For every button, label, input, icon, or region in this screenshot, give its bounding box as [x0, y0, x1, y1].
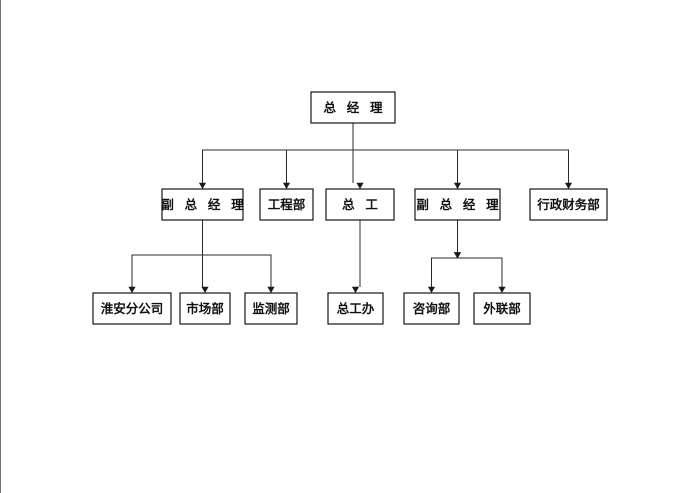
node-label: 副 总 经 理	[416, 197, 501, 212]
connector-line	[352, 123, 459, 183]
connector-deputy-gm-left-to-huaian-branch	[128, 220, 204, 293]
node-label: 监测部	[252, 301, 290, 316]
connector-line	[131, 220, 204, 287]
node-box	[310, 91, 396, 124]
connector-general-manager-to-admin-finance-dept	[352, 123, 573, 189]
connector-arrowhead	[267, 286, 275, 293]
node-box	[161, 188, 244, 221]
node-label: 市场部	[186, 301, 224, 316]
org-node-chief-engineer-office[interactable]: 总工办	[327, 292, 384, 325]
connector-arrowhead	[201, 286, 209, 293]
node-label: 外联部	[482, 301, 521, 316]
org-node-monitoring-dept[interactable]: 监测部	[244, 292, 298, 325]
node-box	[403, 292, 460, 325]
connector-chief-engineer-to-chief-engineer-office	[351, 220, 361, 293]
connector-arrowhead	[128, 286, 136, 293]
connector-arrowhead	[282, 182, 291, 189]
org-node-general-manager[interactable]: 总 经 理	[310, 91, 396, 124]
org-node-deputy-gm-right[interactable]: 副 总 经 理	[414, 188, 502, 221]
node-label: 总 经 理	[323, 100, 385, 115]
connector-line	[201, 123, 354, 183]
org-node-liaison-dept[interactable]: 外联部	[473, 292, 531, 325]
connector-arrowhead	[453, 182, 462, 189]
connector-line	[430, 220, 459, 287]
org-node-admin-finance-dept[interactable]: 行政财务部	[529, 188, 608, 221]
connector-arrowhead	[351, 286, 360, 293]
connector-arrowhead	[356, 182, 364, 189]
org-node-engineering-dept[interactable]: 工程部	[259, 188, 314, 221]
connector-deputy-gm-right-to-consulting-dept	[427, 220, 462, 293]
node-label: 工程部	[268, 197, 306, 212]
node-label: 淮安分公司	[101, 301, 164, 316]
connector-arrowhead	[453, 252, 462, 259]
org-node-deputy-gm-left[interactable]: 副 总 经 理	[161, 188, 246, 221]
node-box	[414, 188, 501, 221]
node-box	[179, 292, 231, 325]
node-box	[473, 292, 531, 325]
connector-arrowhead	[564, 182, 573, 189]
node-box	[529, 188, 608, 221]
node-label: 总 工	[342, 197, 381, 212]
node-box	[244, 292, 298, 325]
org-node-marketing-dept[interactable]: 市场部	[179, 292, 231, 325]
connector-line	[285, 123, 354, 183]
connector-layer	[128, 123, 573, 293]
org-node-huaian-branch[interactable]: 淮安分公司	[92, 292, 172, 325]
page-left-edge-rule	[0, 0, 1, 493]
connector-line	[201, 220, 272, 287]
node-label: 行政财务部	[536, 197, 600, 212]
node-box	[325, 188, 395, 221]
connector-line	[352, 123, 570, 183]
connector-general-manager-to-deputy-gm-left	[198, 123, 354, 189]
node-label: 副 总 经 理	[161, 197, 246, 212]
node-box	[259, 188, 314, 221]
connector-general-manager-to-engineering-dept	[282, 123, 354, 189]
node-label: 总工办	[337, 301, 375, 316]
org-node-chief-engineer[interactable]: 总 工	[325, 188, 395, 221]
connector-deputy-gm-left-to-monitoring-dept	[201, 220, 275, 293]
connector-arrowhead	[198, 182, 207, 189]
connector-line	[456, 220, 503, 287]
node-label: 咨询部	[413, 301, 451, 316]
connector-deputy-gm-right-to-liaison-dept	[453, 220, 506, 293]
node-box	[327, 292, 384, 325]
connector-general-manager-to-chief-engineer	[352, 123, 364, 189]
connector-arrowhead	[427, 286, 436, 293]
connector-general-manager-to-deputy-gm-right	[352, 123, 462, 189]
org-node-consulting-dept[interactable]: 咨询部	[403, 292, 460, 325]
node-box	[92, 292, 172, 325]
connector-arrowhead	[498, 286, 506, 293]
